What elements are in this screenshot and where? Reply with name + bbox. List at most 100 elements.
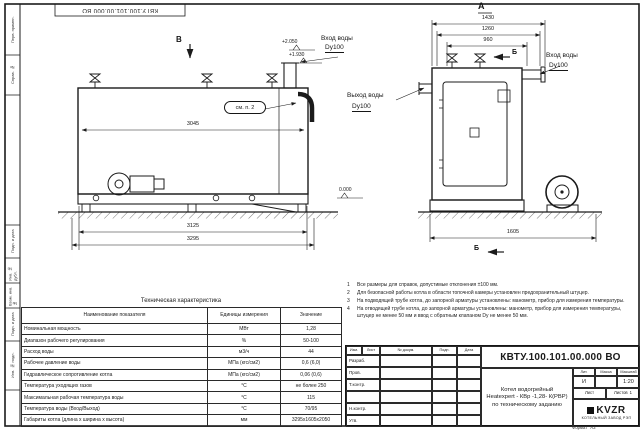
roof-valve-icons-side: [88, 73, 279, 88]
tb-sheets-label: Листов: [614, 390, 628, 396]
dim-1430: 1430: [481, 15, 495, 21]
inlet-leader-side: [300, 56, 339, 64]
spec-header-units: Единицы измерения: [207, 307, 281, 324]
note-item: 3 На подводящей трубе котла, до запорной…: [347, 298, 635, 305]
roof-valve-icons-front: [445, 53, 487, 68]
tb-col-data: Дата: [457, 346, 481, 355]
spec-table-body: Номинальная мощность МВт 1,28 Диапазон р…: [21, 322, 342, 427]
spec-cell-name: Максимальная рабочая температура воды: [21, 391, 208, 404]
spec-cell-value: 0,6 (6,0): [280, 357, 342, 370]
tb-role-razrab: Разраб.: [346, 355, 380, 367]
section-label-b-bottom: Б: [474, 245, 480, 252]
tb-name-cell: [380, 415, 432, 427]
tb-doc-number: КВТУ.100.101.00.000 ВО: [481, 346, 640, 368]
inlet-label-front: Вход воды: [546, 52, 578, 59]
level-flag-2050: [289, 44, 315, 51]
kvzr-logo-icon: [587, 407, 595, 415]
tb-lit-label: Лит.: [573, 368, 595, 376]
inlet-dn-front: Dy100: [549, 62, 568, 71]
outlet-dn-front: Dy100: [352, 103, 371, 112]
see-note-leader: [264, 102, 297, 110]
anchor-points: [92, 194, 256, 202]
boiler-body-side: [77, 87, 309, 195]
see-note-callout: см. п. 2: [224, 101, 266, 114]
spec-cell-name: Габариты котла (длина х ширина х высота): [21, 414, 208, 427]
frame-field-sprav-no: Справ. №: [10, 65, 15, 85]
tb-sign-cell: [432, 415, 457, 427]
tb-date-cell: [457, 355, 481, 367]
note-number: 3: [347, 298, 350, 304]
tb-sheets-cell: Листов 1: [606, 388, 640, 399]
tb-col-dokum: № докум.: [380, 346, 432, 355]
spec-row: Температура воды (Вход/Выход) °С 70/95: [21, 402, 342, 416]
spec-cell-units: °С: [207, 391, 281, 404]
spec-header-value: Значение: [280, 307, 342, 324]
tb-product-line2: Heatexpert - КВр -1,28- К(РВР): [486, 394, 568, 401]
spec-cell-name: Гидравлическое сопротивление котла: [21, 368, 208, 381]
tb-lit-value: И: [573, 376, 595, 388]
bent-pipe: [297, 91, 315, 122]
tb-sign-cell: [432, 379, 457, 391]
tb-mass-label: Масса: [595, 368, 617, 376]
door-hinges: [439, 99, 443, 169]
tb-date-cell: [457, 379, 481, 391]
tb-col-list: Лист: [362, 346, 380, 355]
inlet-stub-side: [283, 62, 297, 89]
inlet-nozzle-front: [521, 66, 546, 83]
tb-sign-cell: [432, 355, 457, 367]
note-text: Для безопасной работы котла в области то…: [357, 290, 589, 296]
spec-row: Максимальная рабочая температура воды °С…: [21, 391, 342, 404]
spec-cell-units: мм: [207, 414, 281, 427]
inlet-dn-side: Dy100: [325, 44, 344, 53]
spec-row: Габариты котла (длина х ширина х высота)…: [21, 414, 342, 427]
inlet-label-side: Вход воды: [321, 35, 353, 42]
tb-col-podp: Подп.: [432, 346, 457, 355]
tb-sign-cell: [432, 391, 457, 403]
tb-role-utv: Утв.: [346, 415, 380, 427]
company-name: KVZR: [596, 405, 626, 417]
frame-field-inv-dubl: Инв. № дубл.: [7, 266, 18, 281]
top-stamp-docnumber: КВТУ.100.101.00.000 ВО: [81, 7, 159, 13]
spec-header-name: Наименование показателя: [21, 307, 208, 324]
front-dimensions: [395, 12, 597, 256]
tb-company-cell: KVZR КОТЕЛЬНЫЙ ЗАВОД РЭП: [573, 399, 640, 427]
note-number: 1: [347, 282, 350, 288]
tb-sign-cell: [432, 403, 457, 415]
spec-cell-value: 50-100: [280, 334, 342, 347]
base-front: [429, 199, 525, 212]
spec-row: Температура уходящих газов °С не более 2…: [21, 379, 342, 393]
outlet-label-front: Выход воды: [347, 92, 384, 99]
frame-field-inv-podl: Инв. № подл.: [10, 352, 15, 379]
tb-date-cell: [457, 415, 481, 427]
spec-cell-units: м3/ч: [207, 345, 281, 359]
note-item: 1 Все размеры для справок, допустимые от…: [347, 282, 635, 289]
spec-cell-name: Рабочее давление воды: [21, 357, 208, 370]
spec-cell-units: °С: [207, 402, 281, 416]
tb-sheet-label: Лист: [573, 388, 606, 399]
level-flag-zero: [337, 192, 363, 199]
tb-sheets-value: 1: [629, 390, 632, 396]
tb-name-cell: [380, 355, 432, 367]
tb-sign-cell: [432, 367, 457, 379]
side-dimensions: [71, 44, 363, 250]
dim-960: 960: [483, 37, 493, 43]
company-subtitle: КОТЕЛЬНЫЙ ЗАВОД РЭП: [581, 416, 632, 421]
tb-role-blank: [346, 391, 380, 403]
side-view: [58, 62, 338, 219]
section-label-b-top: Б: [512, 49, 518, 56]
spec-row: Гидравлическое сопротивление котла МПа (…: [21, 368, 342, 381]
tb-scale-label: Масштаб: [617, 368, 640, 376]
spec-cell-units: °С: [207, 379, 281, 393]
view-label-a: А: [478, 1, 485, 11]
spec-header-row: Наименование показателя Единицы измерени…: [21, 307, 342, 324]
spec-cell-name: Температура уходящих газов: [21, 379, 208, 393]
outlet-leader-front: [395, 87, 425, 101]
title-block: Изм. Лист № докум. Подп. Дата Разраб. Пр…: [345, 345, 640, 427]
note-text: На подводящей трубе котла, до запорной а…: [357, 298, 625, 304]
fan: [545, 175, 579, 213]
boiler-body-front: [431, 67, 523, 201]
tb-name-cell: [380, 379, 432, 391]
note-text: На отводящей трубе котла, до запорной ар…: [357, 306, 622, 319]
note-number: 4: [347, 306, 350, 312]
frame-field-vzam-inv: Взам. инв. №: [7, 286, 18, 306]
